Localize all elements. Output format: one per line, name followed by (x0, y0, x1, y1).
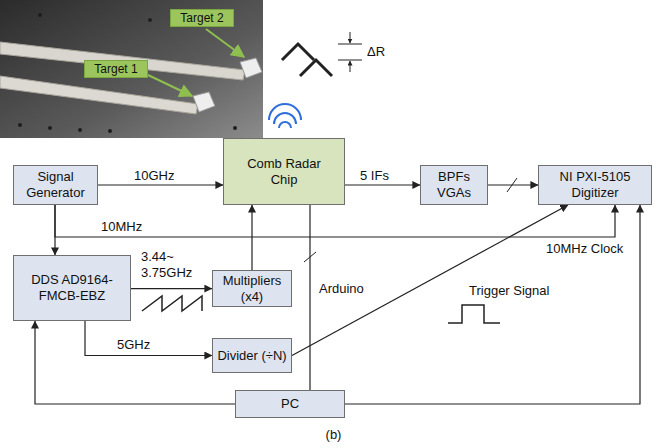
table-hole (78, 128, 82, 132)
signal-label: Arduino (318, 281, 365, 297)
dim-arrow (350, 32, 351, 43)
block-label: Multipliers (x4) (217, 273, 287, 304)
signal-wire (55, 205, 615, 237)
block-label: Comb Radar Chip (240, 156, 328, 187)
block-label: Signal Generator (20, 169, 91, 200)
signal-wire (35, 321, 235, 404)
tick (338, 44, 362, 45)
signal-wire (251, 205, 252, 270)
signal-wire (345, 205, 640, 404)
block-box: DDS AD9164-FMCB-EBZ (13, 255, 131, 321)
target-tag: Target 2 (170, 9, 234, 27)
table-hole (38, 13, 42, 17)
wireless-waves (269, 104, 301, 128)
signal-wire (98, 184, 223, 185)
target-tag: Target 1 (84, 60, 148, 78)
target-cube (193, 92, 215, 112)
signal-label: 5GHz (116, 337, 151, 353)
signal-wire (292, 205, 568, 356)
pulse-symbol (448, 305, 500, 323)
dim-arrow (350, 61, 351, 72)
photo (0, 0, 263, 138)
rod (0, 76, 198, 114)
block-label: Target 1 (94, 62, 137, 76)
signal-wire (309, 205, 310, 390)
target-cube (240, 58, 262, 78)
chevron (300, 60, 332, 76)
leader-line (206, 29, 244, 57)
signal-label: 5 IFs (359, 168, 390, 184)
sawtooth-symbol (142, 296, 202, 311)
block-label: BPFs VGAs (425, 169, 483, 200)
block-label: Target 2 (180, 11, 223, 25)
signal-wire (85, 321, 212, 356)
signal-label: 10MHz Clock (545, 241, 624, 257)
block-box: BPFs VGAs (420, 165, 488, 205)
dimension-label: ΔR (366, 44, 386, 60)
table-hole (108, 129, 112, 133)
table-hole (233, 126, 237, 130)
block-box: Comb Radar Chip (223, 138, 345, 205)
signal-wire (488, 184, 538, 185)
range-offset-symbol (282, 44, 332, 76)
block-box: Signal Generator (13, 165, 98, 205)
block-box: PC (235, 390, 345, 418)
signal-wire (345, 184, 420, 185)
block-label: DDS AD9164-FMCB-EBZ (18, 272, 126, 303)
block-label: NI PXI-5105 Digitizer (543, 169, 647, 200)
signal-label: 3.44~ 3.75GHz (140, 249, 204, 280)
block-label: PC (281, 396, 299, 412)
table-hole (48, 126, 52, 130)
tick (338, 60, 362, 61)
table-hole (18, 123, 22, 127)
block-box: Divider (÷N) (212, 338, 292, 373)
figure-caption: (b) (0, 427, 667, 442)
block-box: NI PXI-5105 Digitizer (538, 165, 652, 205)
table-hole (148, 18, 152, 22)
block-label: Divider (÷N) (217, 348, 286, 364)
signal-label: 10GHz (133, 168, 175, 184)
leader-line (148, 75, 192, 96)
delta-marks (338, 32, 362, 72)
block-box: Multipliers (x4) (212, 270, 292, 307)
wave (279, 122, 291, 128)
wave (274, 113, 296, 124)
wave (269, 104, 301, 120)
signal-wire (131, 288, 212, 289)
photo-ground (0, 0, 263, 138)
chevron (282, 44, 314, 60)
signal-label: 10MHz (100, 219, 143, 235)
rod (0, 42, 245, 80)
signal-label: Trigger Signal (468, 283, 550, 299)
